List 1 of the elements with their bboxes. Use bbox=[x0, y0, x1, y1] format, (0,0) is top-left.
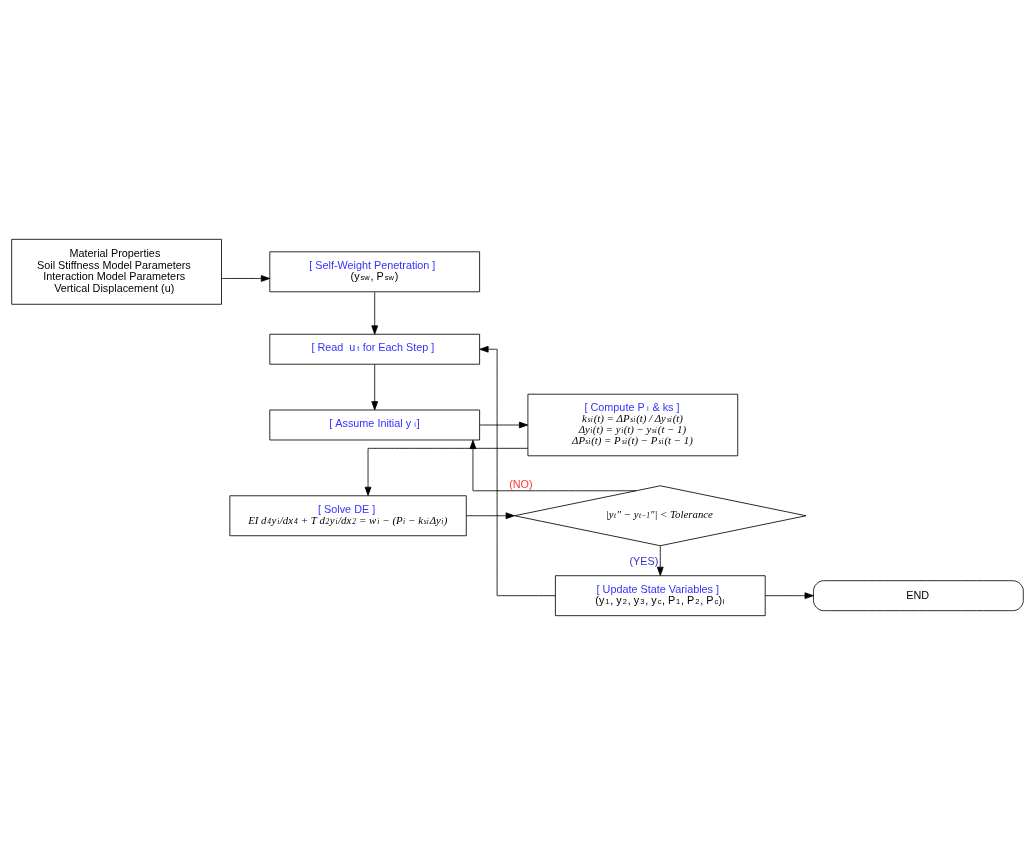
edge-label: (YES) bbox=[629, 555, 659, 568]
